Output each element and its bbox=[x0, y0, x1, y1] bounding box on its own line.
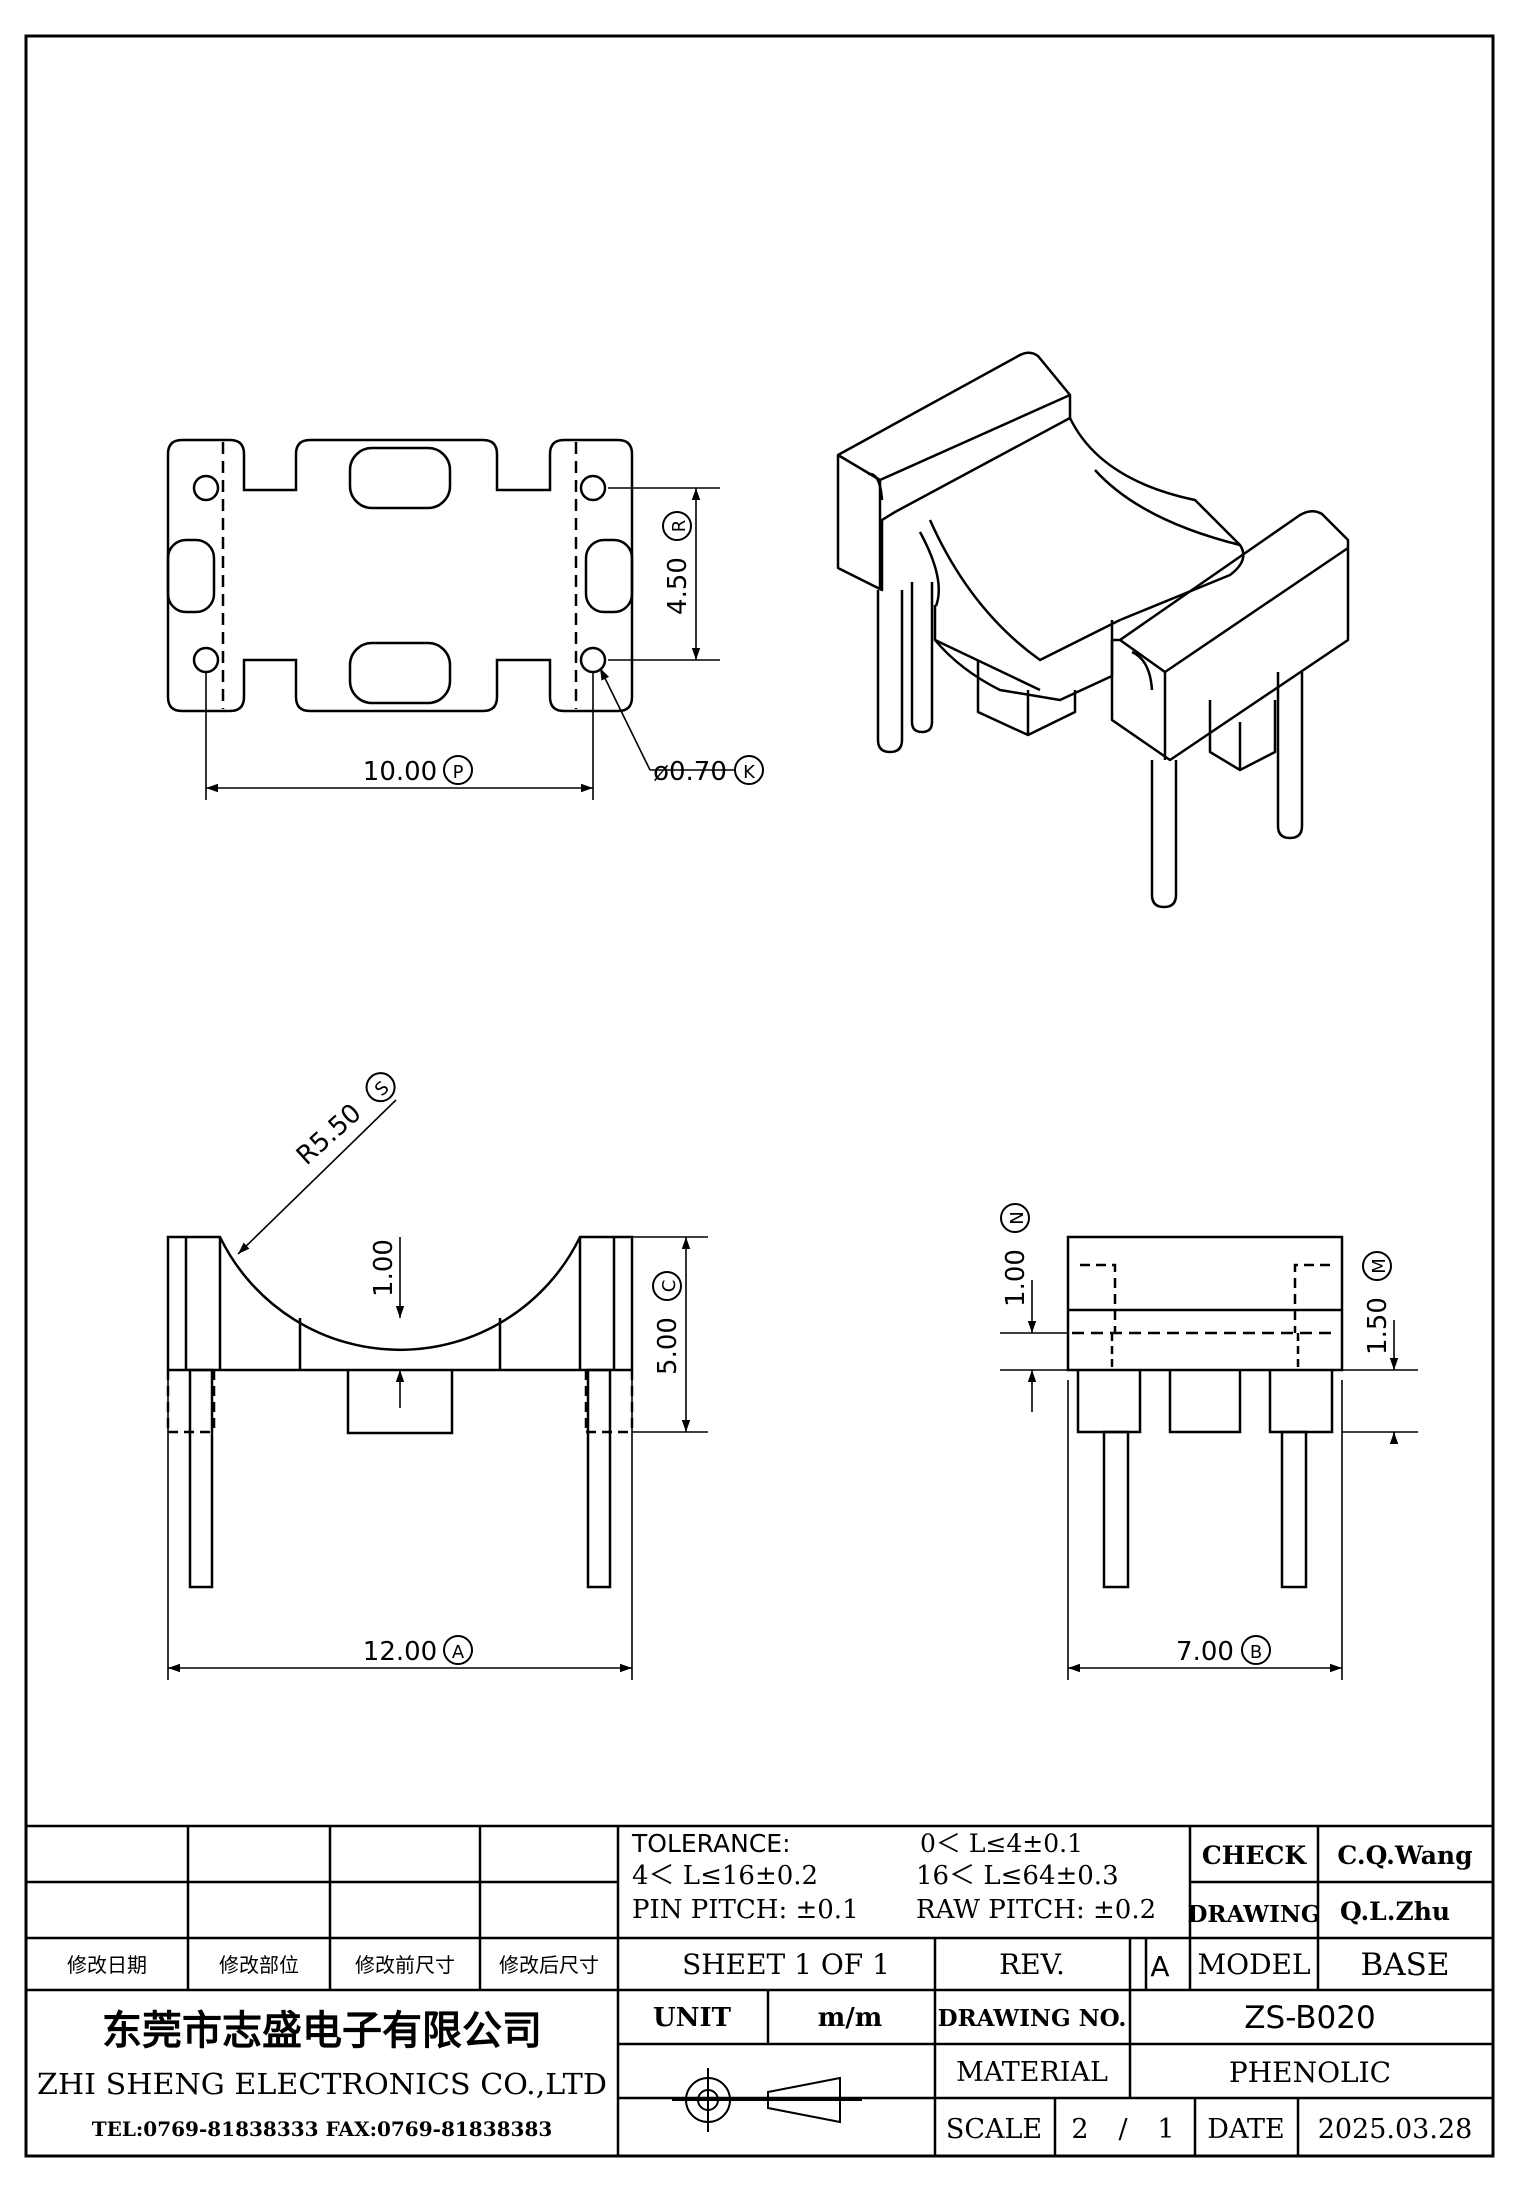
svg-text:C: C bbox=[659, 1280, 680, 1293]
unit-value: m/m bbox=[818, 2003, 883, 2033]
dim-7-label: 7.00 B bbox=[1176, 1635, 1271, 1667]
dim-1-flange-label: 1.00 N bbox=[1000, 1203, 1031, 1307]
svg-text:ø0.70: ø0.70 bbox=[653, 757, 727, 787]
check-value: C.Q.Wang bbox=[1337, 1841, 1472, 1870]
company-name-en: ZHI SHENG ELECTRONICS CO.,LTD bbox=[37, 2067, 607, 2101]
dim-10-label: 10.00 P bbox=[363, 755, 473, 787]
svg-text:10.00: 10.00 bbox=[363, 757, 437, 787]
model-value: BASE bbox=[1360, 1947, 1449, 1983]
dim-1-center-label: 1.00 bbox=[369, 1239, 399, 1297]
svg-text:B: B bbox=[1250, 1642, 1262, 1663]
isometric-view bbox=[836, 351, 1350, 909]
rev-header-part: 修改部位 bbox=[219, 1953, 299, 1977]
top-view bbox=[166, 438, 634, 713]
tolerance-line-3: 16＜ L≤64±0.3 bbox=[916, 1861, 1119, 1891]
dim-1-50-label: 1.50 M bbox=[1362, 1251, 1393, 1355]
date-value: 2025.03.28 bbox=[1318, 2114, 1473, 2145]
sheet-number: SHEET 1 OF 1 bbox=[682, 1948, 890, 1981]
dim-4-50-label: 4.50 R bbox=[662, 511, 693, 615]
company-name-cn: 东莞市志盛电子有限公司 bbox=[102, 2008, 542, 2054]
rev-header-date: 修改日期 bbox=[67, 1953, 147, 1977]
material-value: PHENOLIC bbox=[1229, 2056, 1391, 2089]
company-contact: TEL:0769-81838333 FAX:0769-81838383 bbox=[92, 2117, 553, 2141]
scale-denominator: 1 bbox=[1157, 2114, 1174, 2145]
drawing-label: DRAWING bbox=[1187, 1901, 1320, 1928]
rev-header-after: 修改后尺寸 bbox=[499, 1953, 599, 1977]
drawing-no-label: DRAWING NO. bbox=[938, 2005, 1127, 2032]
top-view-dimensions bbox=[205, 487, 735, 800]
svg-text:R: R bbox=[669, 520, 690, 533]
drawing-value: Q.L.Zhu bbox=[1340, 1897, 1450, 1926]
svg-text:12.00: 12.00 bbox=[363, 1637, 437, 1667]
dim-5-label: 5.00 C bbox=[652, 1271, 683, 1375]
svg-text:N: N bbox=[1007, 1211, 1028, 1224]
scale-label: SCALE bbox=[946, 2114, 1042, 2145]
rev-label: REV. bbox=[999, 1948, 1065, 1981]
dim-hole-label: ø0.70 K bbox=[653, 755, 764, 787]
svg-text:4.50: 4.50 bbox=[663, 557, 693, 615]
side-view-dimensions bbox=[1000, 1280, 1418, 1680]
rev-value: A bbox=[1150, 1950, 1169, 1983]
dim-12-label: 12.00 A bbox=[363, 1635, 473, 1667]
svg-text:1.00: 1.00 bbox=[369, 1239, 399, 1297]
svg-text:1.50: 1.50 bbox=[1363, 1297, 1393, 1355]
tolerance-label: TOLERANCE: bbox=[631, 1829, 791, 1858]
tolerance-line-2: 4＜ L≤16±0.2 bbox=[632, 1861, 818, 1891]
svg-text:K: K bbox=[743, 762, 756, 783]
material-label: MATERIAL bbox=[956, 2057, 1108, 2088]
date-label: DATE bbox=[1207, 2114, 1284, 2145]
projection-symbol-icon bbox=[672, 2068, 862, 2132]
scale-numerator: 2 bbox=[1071, 2114, 1088, 2145]
svg-text:1.00: 1.00 bbox=[1001, 1249, 1031, 1307]
svg-text:M: M bbox=[1369, 1258, 1390, 1274]
svg-text:R5.50: R5.50 bbox=[291, 1098, 368, 1171]
check-label: CHECK bbox=[1202, 1841, 1307, 1870]
model-label: MODEL bbox=[1197, 1948, 1310, 1981]
dim-radius-label: R5.50 S bbox=[291, 1072, 396, 1171]
scale-separator: / bbox=[1118, 2114, 1128, 2145]
tolerance-line-1: 0＜ L≤4±0.1 bbox=[920, 1829, 1083, 1858]
title-block-grid bbox=[26, 1824, 1493, 2156]
unit-label: UNIT bbox=[653, 2003, 732, 2033]
drawing-no-value: ZS-B020 bbox=[1244, 2000, 1375, 2036]
svg-text:7.00: 7.00 bbox=[1176, 1637, 1234, 1667]
side-view bbox=[1066, 1235, 1344, 1589]
sheet-border bbox=[24, 34, 1495, 2158]
svg-text:A: A bbox=[452, 1642, 465, 1663]
svg-text:5.00: 5.00 bbox=[653, 1317, 683, 1375]
svg-text:P: P bbox=[453, 762, 464, 783]
pin-pitch: PIN PITCH: ±0.1 bbox=[632, 1895, 859, 1925]
rev-header-before: 修改前尺寸 bbox=[355, 1953, 455, 1977]
front-view-dimensions bbox=[167, 1099, 708, 1680]
raw-pitch: RAW PITCH: ±0.2 bbox=[916, 1895, 1156, 1925]
